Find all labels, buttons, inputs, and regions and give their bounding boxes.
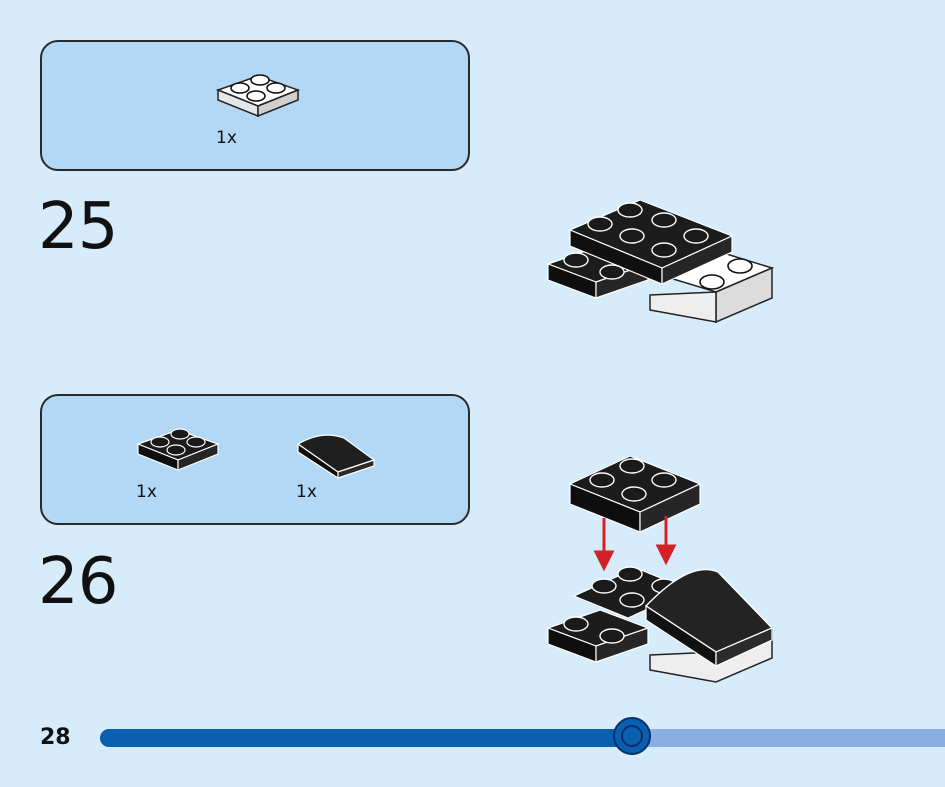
white-2x2-plate-icon bbox=[215, 74, 301, 118]
progress-fill bbox=[100, 729, 633, 747]
page-number: 28 bbox=[40, 725, 71, 750]
arrow-icon bbox=[593, 516, 677, 572]
step-number: 26 bbox=[38, 545, 118, 619]
part-quantity: 1x bbox=[136, 482, 157, 502]
part-quantity: 1x bbox=[216, 128, 237, 148]
step-25-parts-box: 1x bbox=[40, 40, 470, 171]
step-26-assembly-icon bbox=[546, 455, 774, 683]
step-25-assembly-icon bbox=[546, 199, 775, 324]
part-quantity: 1x bbox=[296, 482, 317, 502]
step-26-parts-box: 1x 1x bbox=[40, 394, 470, 525]
progress-knob[interactable] bbox=[613, 717, 652, 755]
black-curved-slope-icon bbox=[296, 434, 376, 480]
black-2x2-plate-icon bbox=[136, 428, 220, 471]
step-number: 25 bbox=[38, 190, 118, 264]
progress-bar bbox=[100, 729, 945, 747]
